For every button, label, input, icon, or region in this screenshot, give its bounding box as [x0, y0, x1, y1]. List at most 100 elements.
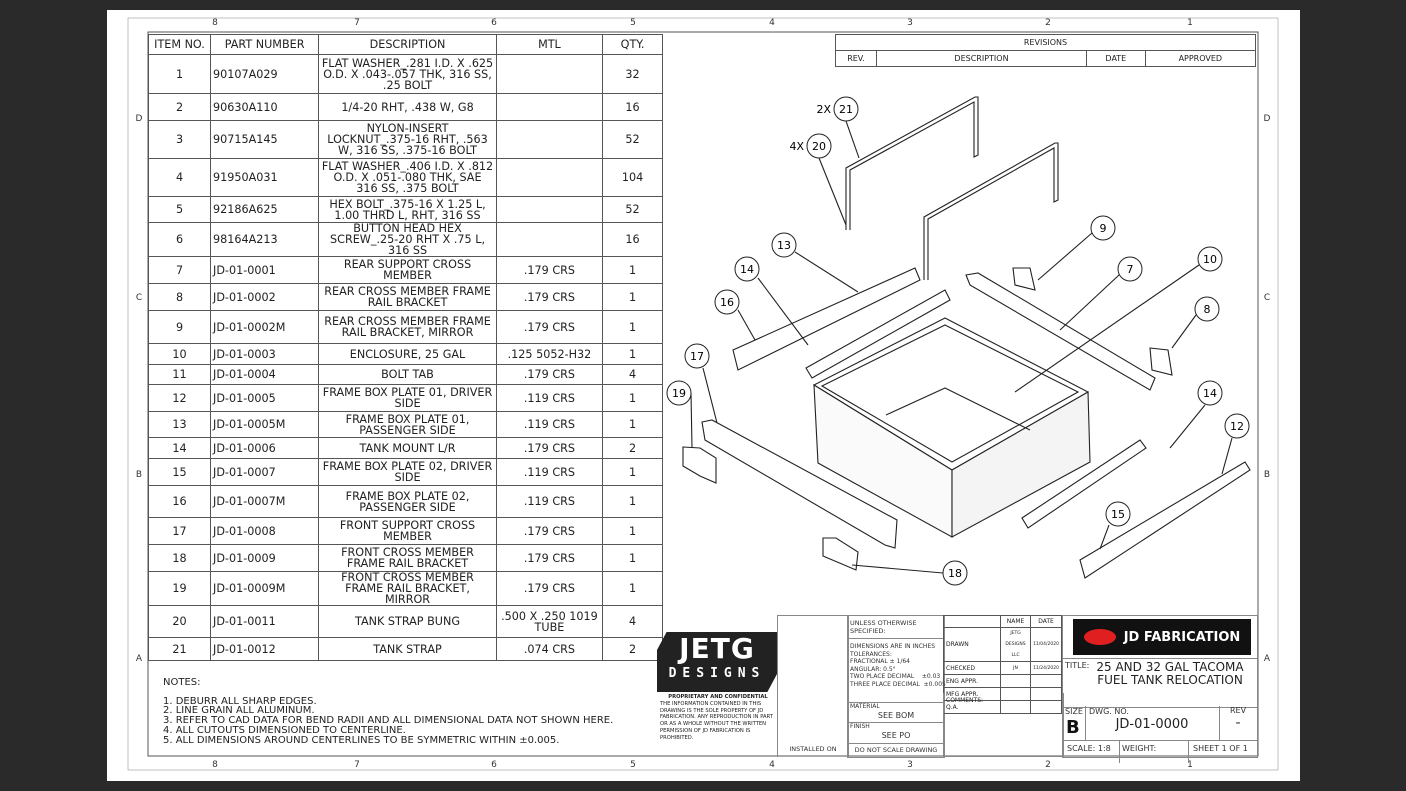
- approval-name: [999, 674, 1032, 688]
- bom-part-number: JD-01-0004: [210, 364, 320, 385]
- bom-item-no: 3: [147, 120, 212, 159]
- bom-description: NYLON-INSERT LOCKNUT_.375-16 RHT, .563 W…: [318, 120, 497, 159]
- zone-row-label: C: [136, 293, 142, 303]
- bom-material: .119 CRS: [495, 384, 604, 412]
- dwg-no-value: JD-01-0000: [1115, 717, 1189, 732]
- balloon-number: 12: [1230, 420, 1244, 433]
- revisions-title: REVISIONS: [835, 34, 1256, 51]
- bom-material: .179 CRS: [495, 310, 604, 344]
- tol-line: TWO PLACE DECIMAL ±0.03: [850, 673, 941, 680]
- date-header: DATE: [1086, 50, 1146, 67]
- bom-part-number: 98164A213: [210, 222, 320, 257]
- bom-item-no: 9: [147, 310, 212, 344]
- balloon-number: 21: [839, 103, 853, 116]
- balloon-circle: [1197, 380, 1223, 406]
- balloon-circle: [1090, 215, 1116, 241]
- bom-material: .119 CRS: [495, 458, 604, 486]
- zone-column-label: 5: [630, 18, 636, 28]
- do-not-scale-label: DO NOT SCALE DRAWING: [848, 743, 944, 754]
- bom-description: ENCLOSURE, 25 GAL: [318, 343, 497, 365]
- title-block: JD FABRICATION TITLE: 25 AND 32 GAL TACO…: [1062, 615, 1258, 763]
- balloon-circle: [771, 232, 797, 258]
- zone-column-label: 1: [1187, 18, 1193, 28]
- balloon-number: 14: [1203, 387, 1217, 400]
- bom-description: FRAME BOX PLATE 02, DRIVER SIDE: [318, 458, 497, 486]
- finish-label: FINISH: [850, 723, 870, 730]
- bom-description: 1/4-20 RHT, .438 W, G8: [318, 93, 497, 121]
- zone-row-label: D: [136, 114, 143, 124]
- bom-material: .074 CRS: [495, 637, 604, 661]
- installed-on-label: INSTALLED ON: [789, 745, 837, 753]
- balloon-number: 8: [1204, 303, 1211, 316]
- tolerances-block: UNLESS OTHERWISE SPECIFIED: DIMENSIONS A…: [847, 615, 946, 758]
- bom-part-number: 90715A145: [210, 120, 320, 159]
- confidential-title: PROPRIETARY AND CONFIDENTIAL: [668, 694, 768, 700]
- bom-quantity: 52: [602, 196, 663, 223]
- approval-role: ENG APPR.: [943, 674, 1001, 688]
- bom-item-no: 6: [147, 222, 212, 257]
- bom-item-no: 7: [147, 256, 212, 284]
- balloon-item-8: 8: [1194, 296, 1220, 322]
- zone-row-label: A: [136, 654, 143, 664]
- bom-part-number: 92186A625: [210, 196, 320, 223]
- balloon-circle: [806, 133, 832, 159]
- front-support-17: [701, 419, 898, 549]
- bom-part-number: 91950A031: [210, 158, 320, 197]
- tol-line: TOLERANCES:: [850, 650, 892, 658]
- confidential-text: THE INFORMATION CONTAINED IN THIS DRAWIN…: [660, 700, 773, 741]
- approval-role: DRAWN: [943, 627, 1001, 662]
- bom-quantity: 32: [602, 54, 663, 94]
- bom-quantity: 16: [602, 93, 663, 121]
- note-3: 3. REFER TO CAD DATA FOR BEND RADII AND …: [163, 715, 614, 727]
- approval-role: Q.A.: [943, 700, 1001, 714]
- bom-item-no: 4: [147, 158, 212, 197]
- bom-part-number: JD-01-0011: [210, 605, 320, 638]
- zone-column-label: 2: [1045, 760, 1051, 770]
- bom-item-no: 2: [147, 93, 212, 121]
- notes: NOTES: 1. DEBURR ALL SHARP EDGES. 2. LIN…: [163, 678, 613, 745]
- bom-description: BUTTON HEAD HEX SCREW_.25-20 RHT X .75 L…: [318, 222, 497, 257]
- zone-row-label: B: [136, 470, 142, 480]
- approval-date: [1030, 674, 1062, 688]
- zone-column-label: 4: [769, 18, 775, 28]
- zone-row-label: C: [1264, 293, 1270, 303]
- balloon-item-12: 12: [1224, 413, 1250, 439]
- bom-part-number: JD-01-0005: [210, 384, 320, 412]
- balloon-circle: [1224, 413, 1250, 439]
- frame-box-plate-16: [732, 267, 921, 371]
- bom-material: [495, 120, 604, 159]
- balloon-quantity: 4X: [789, 140, 804, 153]
- bom-part-number: JD-01-0003: [210, 343, 320, 365]
- bom-part-number: JD-01-0002M: [210, 310, 320, 344]
- scale: SCALE: 1:8: [1067, 744, 1111, 753]
- name-header: NAME: [999, 615, 1032, 628]
- bom-quantity: 16: [602, 222, 663, 257]
- bom-item-no: 21: [147, 637, 212, 661]
- bom-part-number: 90107A029: [210, 54, 320, 94]
- balloon-item-19: 19: [666, 380, 692, 406]
- rear-support-7: [965, 272, 1156, 391]
- zone-column-label: 7: [354, 760, 360, 770]
- bom-item-no: 13: [147, 411, 212, 438]
- approval-role: CHECKED: [943, 661, 1001, 675]
- bom-description: HEX BOLT_.375-16 X 1.25 L, 1.00 THRD L, …: [318, 196, 497, 223]
- bracket-8: [1149, 347, 1173, 376]
- tol-line: THREE PLACE DECIMAL ±0.005: [850, 680, 946, 688]
- bracket-18: [822, 537, 859, 571]
- bom-quantity: 1: [602, 517, 663, 545]
- bom-item-no: 1: [147, 54, 212, 94]
- bom-item-no: 18: [147, 544, 212, 572]
- balloon-circle: [942, 560, 968, 586]
- bom-description: TANK STRAP: [318, 637, 497, 661]
- bom-part-number: JD-01-0002: [210, 283, 320, 311]
- finish-value: SEE PO: [881, 730, 911, 740]
- bom-item-no: 14: [147, 437, 212, 459]
